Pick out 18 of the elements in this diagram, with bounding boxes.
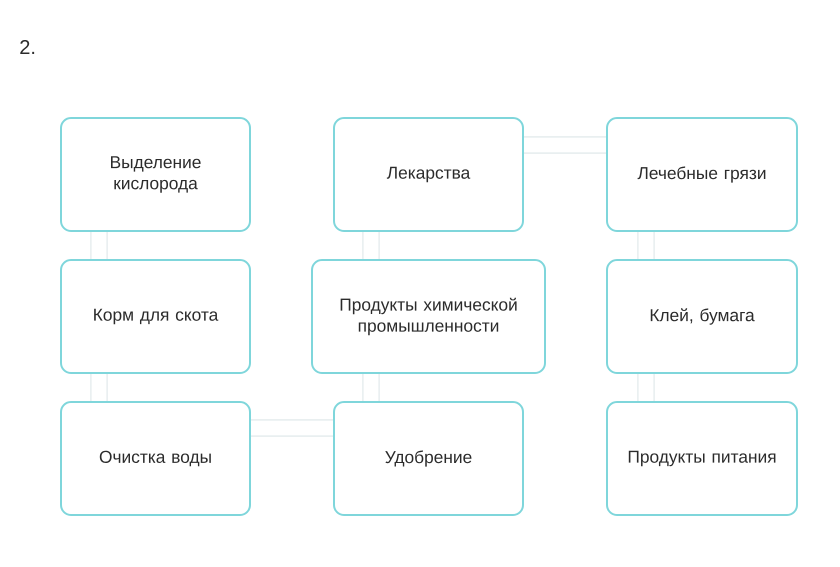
connector-line [524,136,606,154]
rounded-box: Клей, бумага [606,259,798,374]
rounded-box: Продукты питания [606,401,798,516]
connector-line [251,420,333,436]
rounded-box: Выделение кислорода [60,117,251,232]
rounded-box: Лекарства [333,117,524,232]
rounded-box: Лечебные грязи [606,117,798,232]
connector-line [362,374,380,401]
connector-line [90,374,108,401]
task-number: 2. [20,40,34,54]
connector-line [362,232,380,259]
rounded-box: Очистка воды [60,401,251,516]
connector-line [638,232,654,259]
connector-line [638,374,654,401]
rounded-box: Удобрение [333,401,524,516]
rounded-box: Корм для скота [60,259,251,374]
rounded-box: Продукты химической промышленности [311,259,546,374]
connector-line [90,232,108,259]
